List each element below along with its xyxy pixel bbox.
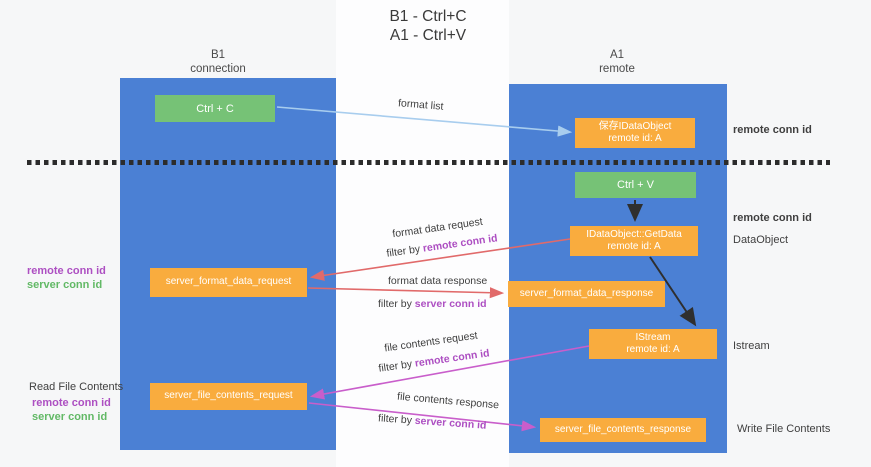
filter-by-server-conn-id-label: filter by server conn id [378, 298, 487, 310]
server-file-contents-request-node: server_file_contents_request [150, 383, 307, 410]
idataobject-getdata-node: IDataObject::GetData remote id: A [570, 226, 698, 256]
server-format-data-request-node: server_format_data_request [150, 268, 307, 297]
read-file-contents-label: Read File Contents [29, 381, 124, 393]
a1-name: A1 [609, 49, 625, 61]
b1-subtitle: connection [190, 62, 246, 75]
server-file-contents-request-label: server_file_contents_request [164, 390, 293, 402]
a1-subtitle: remote [599, 62, 635, 75]
server-format-data-response-node: server_format_data_response [508, 281, 665, 307]
dataobject-label: DataObject [733, 234, 789, 246]
title-line-2: A1 - Ctrl+V [389, 27, 467, 44]
copy-paste-separator-line [27, 160, 830, 165]
saved-dataobject-node: 保存IDataObject remote id: A [575, 118, 695, 148]
ctrl-c-node: Ctrl + C [155, 95, 275, 122]
ctrl-v-node: Ctrl + V [575, 172, 696, 198]
server-file-contents-response-node: server_file_contents_response [540, 418, 706, 442]
left-server-conn-id-label: server conn id [27, 279, 103, 291]
b1-column-header: B1 connection [158, 49, 278, 76]
server-format-data-response-label: server_format_data_response [519, 287, 654, 299]
b1-name: B1 [210, 49, 226, 61]
getdata-line2: remote id: A [607, 241, 661, 252]
server-file-contents-response-label: server_file_contents_response [554, 423, 692, 435]
istream-node: IStream remote id: A [589, 329, 717, 359]
istream-label: Istream [733, 340, 770, 352]
filter-by-text: filter by [377, 412, 416, 427]
server-format-data-request-label: server_format_data_request [165, 276, 292, 288]
right-remote-conn-id-label-top: remote conn id [733, 124, 812, 136]
format-data-response-label: format data response [388, 275, 488, 287]
filter-by-text: filter by [378, 298, 415, 310]
istream-line2: remote id: A [626, 344, 680, 355]
a1-column-header: A1 remote [557, 49, 677, 76]
left-remote-conn-id-label: remote conn id [27, 265, 106, 277]
title-line-1: B1 - Ctrl+C [389, 8, 467, 25]
istream-line1: IStream [635, 331, 671, 343]
ctrl-c-label: Ctrl + C [196, 102, 234, 115]
bottom-remote-conn-id-label: remote conn id [32, 397, 111, 409]
diagram-title: B1 - Ctrl+C A1 - Ctrl+V [318, 7, 538, 45]
saved-dataobject-line1: 保存IDataObject [598, 120, 672, 132]
right-remote-conn-id-label-mid: remote conn id [733, 212, 812, 224]
write-file-contents-label: Write File Contents [737, 423, 831, 435]
ctrl-v-label: Ctrl + V [617, 179, 654, 191]
saved-dataobject-line2: remote id: A [608, 133, 662, 144]
bottom-server-conn-id-label: server conn id [32, 411, 108, 423]
server-conn-id-text: server conn id [414, 298, 487, 310]
left-conn-id-labels: remote conn id server conn id [27, 264, 106, 292]
getdata-line1: IDataObject::GetData [586, 228, 682, 240]
left-conn-id-labels-bottom: remote conn id server conn id [32, 396, 111, 424]
